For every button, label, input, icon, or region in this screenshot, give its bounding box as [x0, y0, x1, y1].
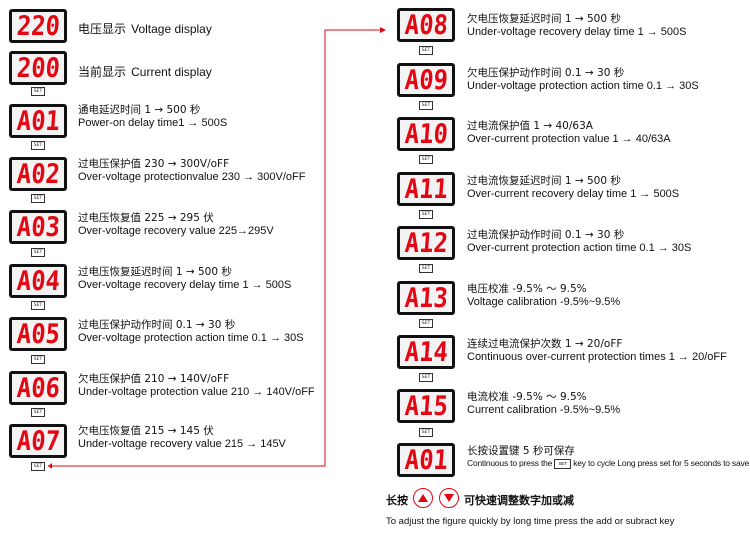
display-digits: A06 — [15, 372, 61, 404]
display-a14: A14 — [397, 335, 455, 369]
display-digits: A13 — [403, 282, 449, 314]
display-digits: A04 — [15, 265, 61, 297]
footer-cn-after: 可快速调整数字加或减 — [464, 494, 574, 507]
set-key-icon: SET — [31, 462, 45, 471]
set-key-icon: SET — [419, 46, 433, 55]
up-triangle-shape — [418, 494, 428, 502]
display-digits: A01 — [15, 105, 61, 137]
display-digits: 200 — [15, 52, 61, 84]
step-label: 电压显示 Voltage display — [78, 22, 212, 36]
set-key-icon: SET — [554, 458, 572, 469]
display-a08: A08 — [397, 8, 455, 42]
up-arrow-icon[interactable] — [413, 488, 433, 508]
display-a10: A10 — [397, 117, 455, 151]
display-a09: A09 — [397, 63, 455, 97]
display-digits: A09 — [403, 64, 449, 96]
set-key-icon: SET — [31, 141, 45, 150]
set-key-icon: SET — [419, 428, 433, 437]
display-digits: A02 — [15, 158, 61, 190]
step-label: 电压校准 -9.5% ～ 9.5%Voltage calibration -9.… — [467, 283, 621, 308]
set-key-icon: SET — [31, 408, 45, 417]
display-a05: A05 — [9, 317, 67, 351]
down-arrow-icon[interactable] — [439, 488, 459, 508]
set-key-icon: SET — [31, 301, 45, 310]
down-triangle-shape — [444, 494, 454, 502]
set-key-icon: SET — [31, 87, 45, 96]
display-a02: A02 — [9, 157, 67, 191]
display-voltage: 220 — [9, 9, 67, 43]
display-digits: A01 — [403, 444, 449, 476]
display-a07: A07 — [9, 424, 67, 458]
display-a12: A12 — [397, 226, 455, 260]
display-a01: A01 — [9, 104, 67, 138]
set-key-icon: SET — [31, 248, 45, 257]
display-digits: A10 — [403, 118, 449, 150]
display-digits: 220 — [15, 10, 61, 42]
display-digits: A05 — [15, 318, 61, 350]
step-label: 电流校准 -9.5% ～ 9.5%Current calibration -9.… — [467, 391, 621, 416]
step-label: 当前显示 Current display — [78, 65, 212, 79]
display-digits: A14 — [403, 336, 449, 368]
display-a04: A04 — [9, 264, 67, 298]
display-a06: A06 — [9, 371, 67, 405]
display-a11: A11 — [397, 172, 455, 206]
display-digits: A07 — [15, 425, 61, 457]
display-digits: A03 — [15, 211, 61, 243]
display-a13: A13 — [397, 281, 455, 315]
display-a15: A15 — [397, 389, 455, 423]
display-a01-save: A01 — [397, 443, 455, 477]
set-key-icon: SET — [419, 101, 433, 110]
display-current: 200 — [9, 51, 67, 85]
footer-en: To adjust the figure quickly by long tim… — [386, 516, 675, 527]
footer-cn-before: 长按 — [386, 494, 408, 507]
set-key-icon: SET — [419, 319, 433, 328]
display-digits: A08 — [403, 9, 449, 41]
set-key-icon: SET — [419, 264, 433, 273]
set-key-icon: SET — [419, 155, 433, 164]
set-key-icon: SET — [419, 373, 433, 382]
display-digits: A15 — [403, 390, 449, 422]
display-a03: A03 — [9, 210, 67, 244]
display-digits: A11 — [403, 173, 449, 205]
set-key-icon: SET — [31, 194, 45, 203]
set-key-icon: SET — [419, 210, 433, 219]
display-digits: A12 — [403, 227, 449, 259]
set-key-icon: SET — [31, 355, 45, 364]
